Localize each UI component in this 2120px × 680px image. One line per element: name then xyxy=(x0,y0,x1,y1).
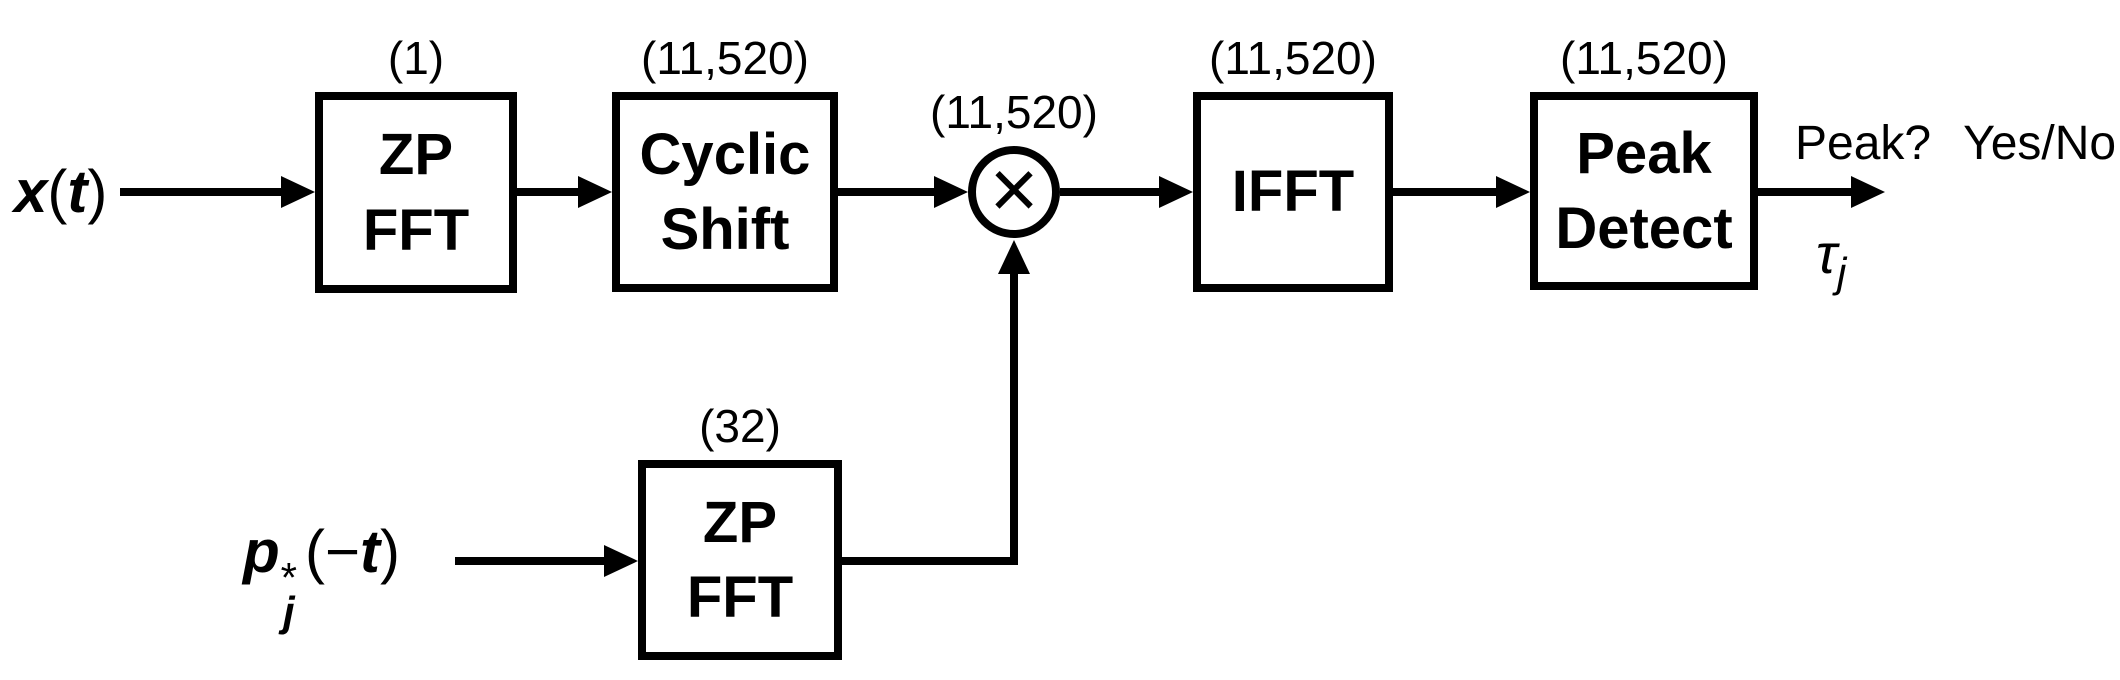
arrow-p-to-zpfft-line xyxy=(455,557,606,565)
peak-answer-text: Yes/No xyxy=(1963,117,2117,170)
elbow-zpfft-to-multiplier-hline xyxy=(842,557,1018,565)
block-zp-fft-input-label: ZP FFT xyxy=(362,122,470,263)
p-open: (− xyxy=(305,518,361,585)
dim-label-zp-fft-input: (1) xyxy=(387,32,445,84)
block-ifft: IFFT xyxy=(1193,92,1393,292)
x-var: t xyxy=(67,158,88,225)
dim-label-peak-detect: (11,520) xyxy=(1560,32,1728,84)
multiplier-node: × xyxy=(968,146,1060,238)
p-conjugate-star: * xyxy=(280,554,298,601)
arrow-peak-to-output-head xyxy=(1851,176,1885,208)
arrow-zpfft-to-multiplier-head xyxy=(998,240,1030,274)
p-close: ) xyxy=(380,518,401,585)
peak-output-label: Peak? Yes/No xyxy=(1795,118,2116,170)
dim-label-cyclic-shift: (11,520) xyxy=(641,32,809,84)
arrow-multiplier-to-ifft-line xyxy=(1060,188,1161,196)
block-peak-detect-label: Peak Detect xyxy=(1555,120,1733,261)
arrow-zpfft-to-cyclic-line xyxy=(517,188,580,196)
arrow-x-to-zpfft-head xyxy=(281,176,315,208)
arrow-p-to-zpfft-head xyxy=(604,545,638,577)
x-close: ) xyxy=(87,158,108,225)
arrow-multiplier-to-ifft-head xyxy=(1159,176,1193,208)
multiply-icon: × xyxy=(989,142,1039,236)
tau-output-label: τj xyxy=(1816,224,1846,303)
block-zp-fft-input: ZP FFT xyxy=(315,92,517,293)
p-base: p xyxy=(243,518,280,585)
block-cyclic-shift: Cyclic Shift xyxy=(612,92,838,292)
x-open: ( xyxy=(47,158,68,225)
block-peak-detect: Peak Detect xyxy=(1530,92,1758,290)
p-var: t xyxy=(360,518,381,585)
peak-question-text: Peak? xyxy=(1795,117,1932,170)
p-subscript-j: j xyxy=(283,588,295,635)
arrow-zpfft-to-cyclic-head xyxy=(578,176,612,208)
elbow-zpfft-to-multiplier-vline xyxy=(1010,270,1018,565)
dim-label-zp-fft-reference: (32) xyxy=(699,400,781,452)
dim-label-multiplier: (11,520) xyxy=(930,86,1098,138)
arrow-cyclic-to-multiplier-line xyxy=(838,188,936,196)
block-zp-fft-reference: ZP FFT xyxy=(638,460,842,660)
arrow-peak-to-output-line xyxy=(1758,188,1853,196)
reference-signal-label: p*j(−t) xyxy=(243,512,400,633)
p-supsub: *j xyxy=(281,557,297,633)
tau-subscript: j xyxy=(1836,249,1847,296)
arrow-cyclic-to-multiplier-head xyxy=(934,176,968,208)
arrow-x-to-zpfft-line xyxy=(120,188,284,196)
input-signal-label: x(t) xyxy=(14,152,107,232)
x-base: x xyxy=(14,158,48,225)
block-zp-fft-reference-label: ZP FFT xyxy=(686,489,794,630)
arrow-ifft-to-peak-head xyxy=(1496,176,1530,208)
dim-label-ifft: (11,520) xyxy=(1209,32,1377,84)
block-cyclic-shift-label: Cyclic Shift xyxy=(639,121,811,262)
arrow-ifft-to-peak-line xyxy=(1393,188,1498,196)
block-ifft-label: IFFT xyxy=(1231,159,1355,225)
tau-base: τ xyxy=(1816,222,1837,285)
